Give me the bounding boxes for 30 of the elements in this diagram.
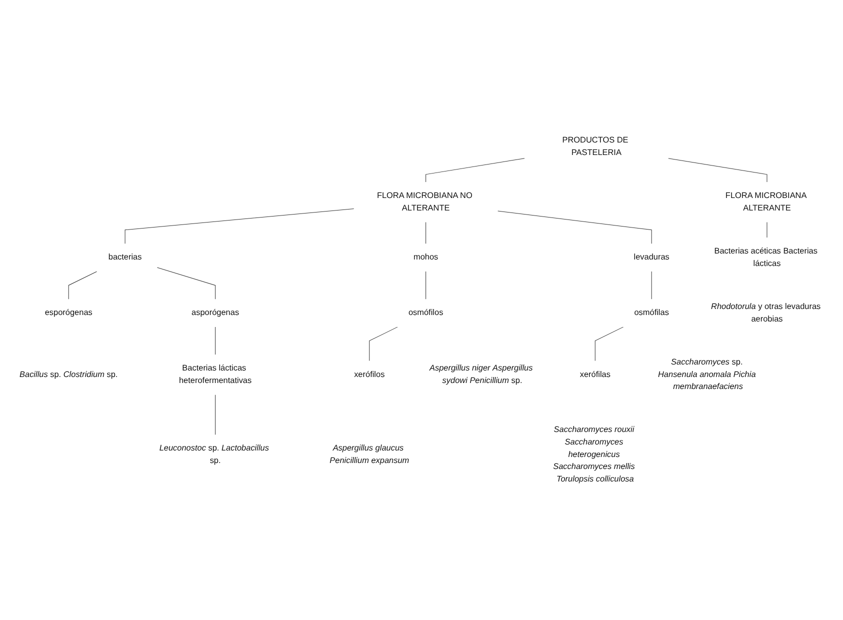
connector: [156, 267, 216, 300]
connector: [426, 158, 525, 182]
node-text: Bacillus sp. Clostridium sp.: [20, 370, 118, 379]
node-text: osmófilas: [634, 308, 669, 318]
node-text: mohos: [413, 252, 438, 262]
node-text: asporógenas: [192, 308, 240, 318]
node-text: Saccharomyces rouxii Saccharomyces heterogenicus Saccharomyces mellis Torulopsis colliculosa: [553, 426, 635, 484]
node-text: Bacterias acéticas Bacterias lácticas: [714, 246, 818, 268]
node-text: bacterias: [108, 252, 142, 262]
connector: [668, 158, 768, 182]
node-text: xerófilos: [354, 370, 385, 379]
node-text: FLORA MICROBIANA ALTERANTE: [725, 191, 806, 212]
node-text: Leuconostoc sp. Lactobacillus sp.: [159, 444, 269, 466]
connector: [215, 394, 216, 436]
node-text: Saccharomyces sp. Hansenula anomala Pichia membranaefaciens: [658, 358, 756, 392]
connector: [124, 208, 354, 244]
node-text: osmófilos: [408, 308, 444, 318]
connector: [215, 326, 216, 355]
connector: [497, 210, 652, 244]
node-text: PRODUCTOS DE PASTELERIA: [562, 136, 628, 157]
node-text: Aspergillus glaucus Penicillium expansum: [330, 444, 410, 466]
node-text: Rhodotorula y otras levaduras aerobias: [711, 302, 821, 324]
node-text: xerófilas: [580, 370, 610, 379]
connector: [651, 271, 652, 300]
node-text: Aspergillus niger Aspergillus sydowi Penicillium sp.: [430, 364, 533, 385]
node-text: FLORA MICROBIANA NO ALTERANTE: [376, 191, 472, 212]
node-text: levaduras: [634, 252, 670, 262]
node-text: Bacterias lácticas heterofermentativas: [178, 364, 252, 385]
connector: [68, 271, 98, 300]
node-text: esporógenas: [44, 308, 92, 318]
